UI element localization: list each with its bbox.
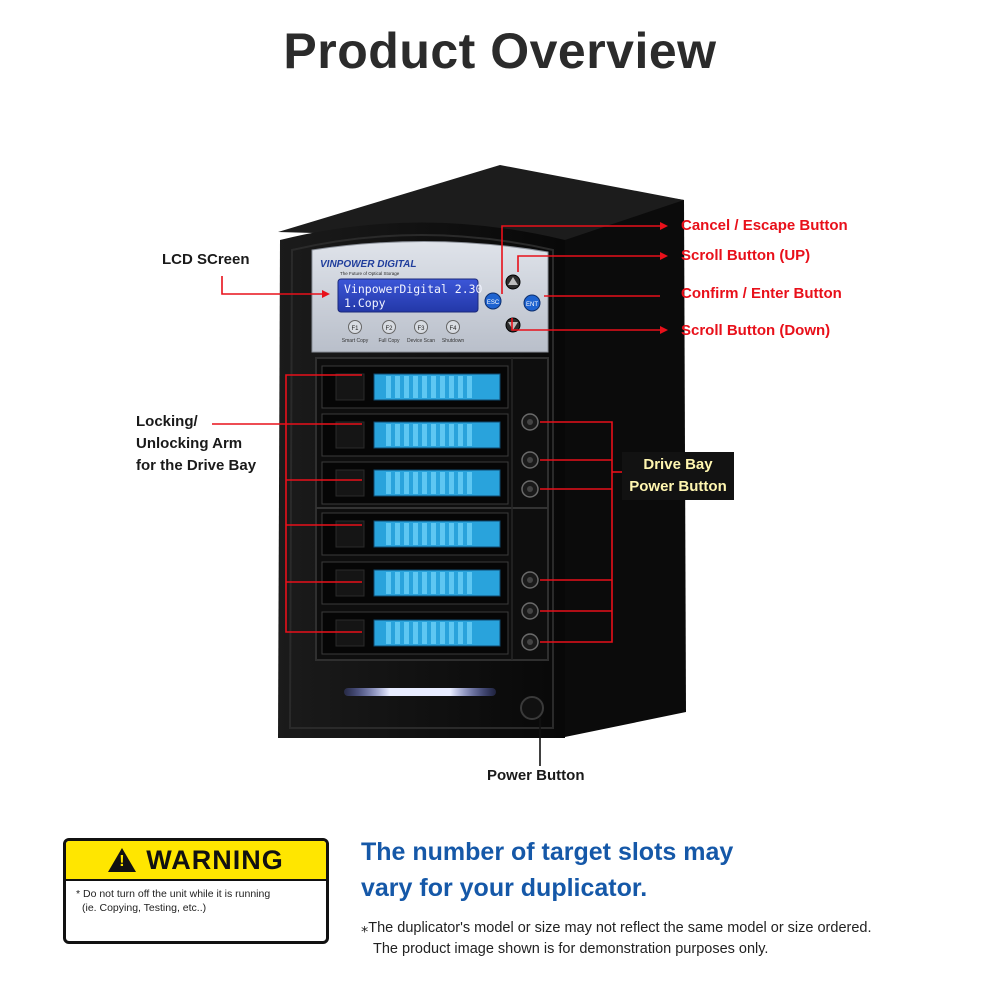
scroll-down-button[interactable]	[505, 317, 521, 333]
locking-arm	[335, 469, 365, 497]
f3-caption: Device Scan	[407, 338, 435, 344]
svg-text:F2: F2	[385, 326, 393, 332]
label-locking-line-2: Unlocking Arm	[136, 435, 243, 452]
locking-arm	[335, 569, 365, 597]
lcd-line-2: 1.Copy	[344, 296, 386, 310]
drive-tray[interactable]	[321, 611, 509, 655]
f4-button[interactable]: F4 Shutdown	[442, 320, 464, 345]
lcd-line-1: VinpowerDigital 2.30	[344, 282, 483, 296]
slots-note-line-2: vary for your duplicator.	[361, 874, 648, 902]
label-locking-line-3: for the Drive Bay	[136, 457, 257, 474]
lcd-brand-logo: VINPOWER DIGITAL	[320, 259, 416, 270]
svg-text:F1: F1	[351, 326, 359, 332]
drive-tray[interactable]	[321, 365, 509, 409]
power-button[interactable]	[520, 696, 544, 720]
f3-button[interactable]: F3 Device Scan	[407, 320, 435, 345]
drive-tray[interactable]	[321, 461, 509, 505]
label-drive-bay-line-2: Power Button	[629, 478, 727, 495]
drive-bay-power-button[interactable]	[521, 480, 539, 498]
svg-text:F3: F3	[417, 326, 425, 332]
warning-sign: ! WARNING * Do not turn off the unit whi…	[63, 838, 329, 944]
f1-caption: Smart Copy	[342, 338, 369, 344]
locking-arm	[335, 421, 365, 449]
label-locking-arm: Locking/ Unlocking Arm for the Drive Bay	[136, 411, 256, 477]
status-light-bar	[344, 688, 496, 696]
drive-bay-power-button[interactable]	[521, 451, 539, 469]
warning-line-2: (ie. Copying, Testing, etc..)	[82, 902, 207, 914]
tower-top	[278, 165, 684, 240]
svg-text:ESC: ESC	[487, 300, 500, 306]
warning-triangle-icon: !	[108, 848, 137, 872]
drive-bay-power-button[interactable]	[521, 633, 539, 651]
label-confirm-enter: Confirm / Enter Button	[681, 285, 842, 302]
label-drive-bay-power: Drive Bay Power Button	[622, 452, 734, 500]
page-title: Product Overview	[283, 23, 717, 79]
disclaimer-line-2: The product image shown is for demonstra…	[373, 941, 769, 957]
drive-tray[interactable]	[321, 512, 509, 556]
drive-bay-power-button[interactable]	[521, 413, 539, 431]
label-scroll-up: Scroll Button (UP)	[681, 247, 811, 264]
slots-note-line-1: The number of target slots may	[361, 838, 734, 866]
label-drive-bay-line-1: Drive Bay	[643, 456, 713, 473]
drive-bay-power-button[interactable]	[521, 571, 539, 589]
lcd-screen	[337, 278, 479, 313]
drive-bay-power-button[interactable]	[521, 602, 539, 620]
label-power-button: Power Button	[487, 767, 585, 784]
drive-tray[interactable]	[321, 561, 509, 605]
warning-line-1: * Do not turn off the unit while it is r…	[76, 888, 271, 900]
svg-text:F4: F4	[449, 326, 457, 332]
disclaimer-line-1: ⁎The duplicator's model or size may not …	[361, 920, 872, 936]
enter-button[interactable]: ENT	[523, 294, 541, 312]
label-lcd-screen: LCD SCreen	[162, 251, 250, 268]
warning-header: ! WARNING	[66, 841, 326, 881]
lcd-tagline: The Future of Optical Storage	[340, 271, 400, 276]
label-scroll-down: Scroll Button (Down)	[681, 322, 831, 339]
f4-caption: Shutdown	[442, 338, 464, 344]
svg-text:ENT: ENT	[526, 302, 538, 308]
locking-arm	[335, 373, 365, 401]
warning-heading: WARNING	[146, 844, 284, 875]
label-cancel-escape: Cancel / Escape Button	[681, 217, 848, 234]
drive-tray[interactable]	[321, 413, 509, 457]
f1-button[interactable]: F1 Smart Copy	[342, 320, 369, 345]
scroll-up-button[interactable]	[505, 274, 521, 290]
f2-button[interactable]: F2 Full Copy	[378, 320, 400, 345]
locking-arm	[335, 619, 365, 647]
annotation-lines	[212, 225, 660, 766]
disclaimer: ⁎The duplicator's model or size may not …	[361, 918, 872, 960]
esc-button[interactable]: ESC	[484, 292, 502, 310]
label-locking-line-1: Locking/	[136, 413, 198, 430]
slots-note-heading: The number of target slots may vary for …	[361, 834, 733, 906]
f2-caption: Full Copy	[378, 338, 400, 344]
